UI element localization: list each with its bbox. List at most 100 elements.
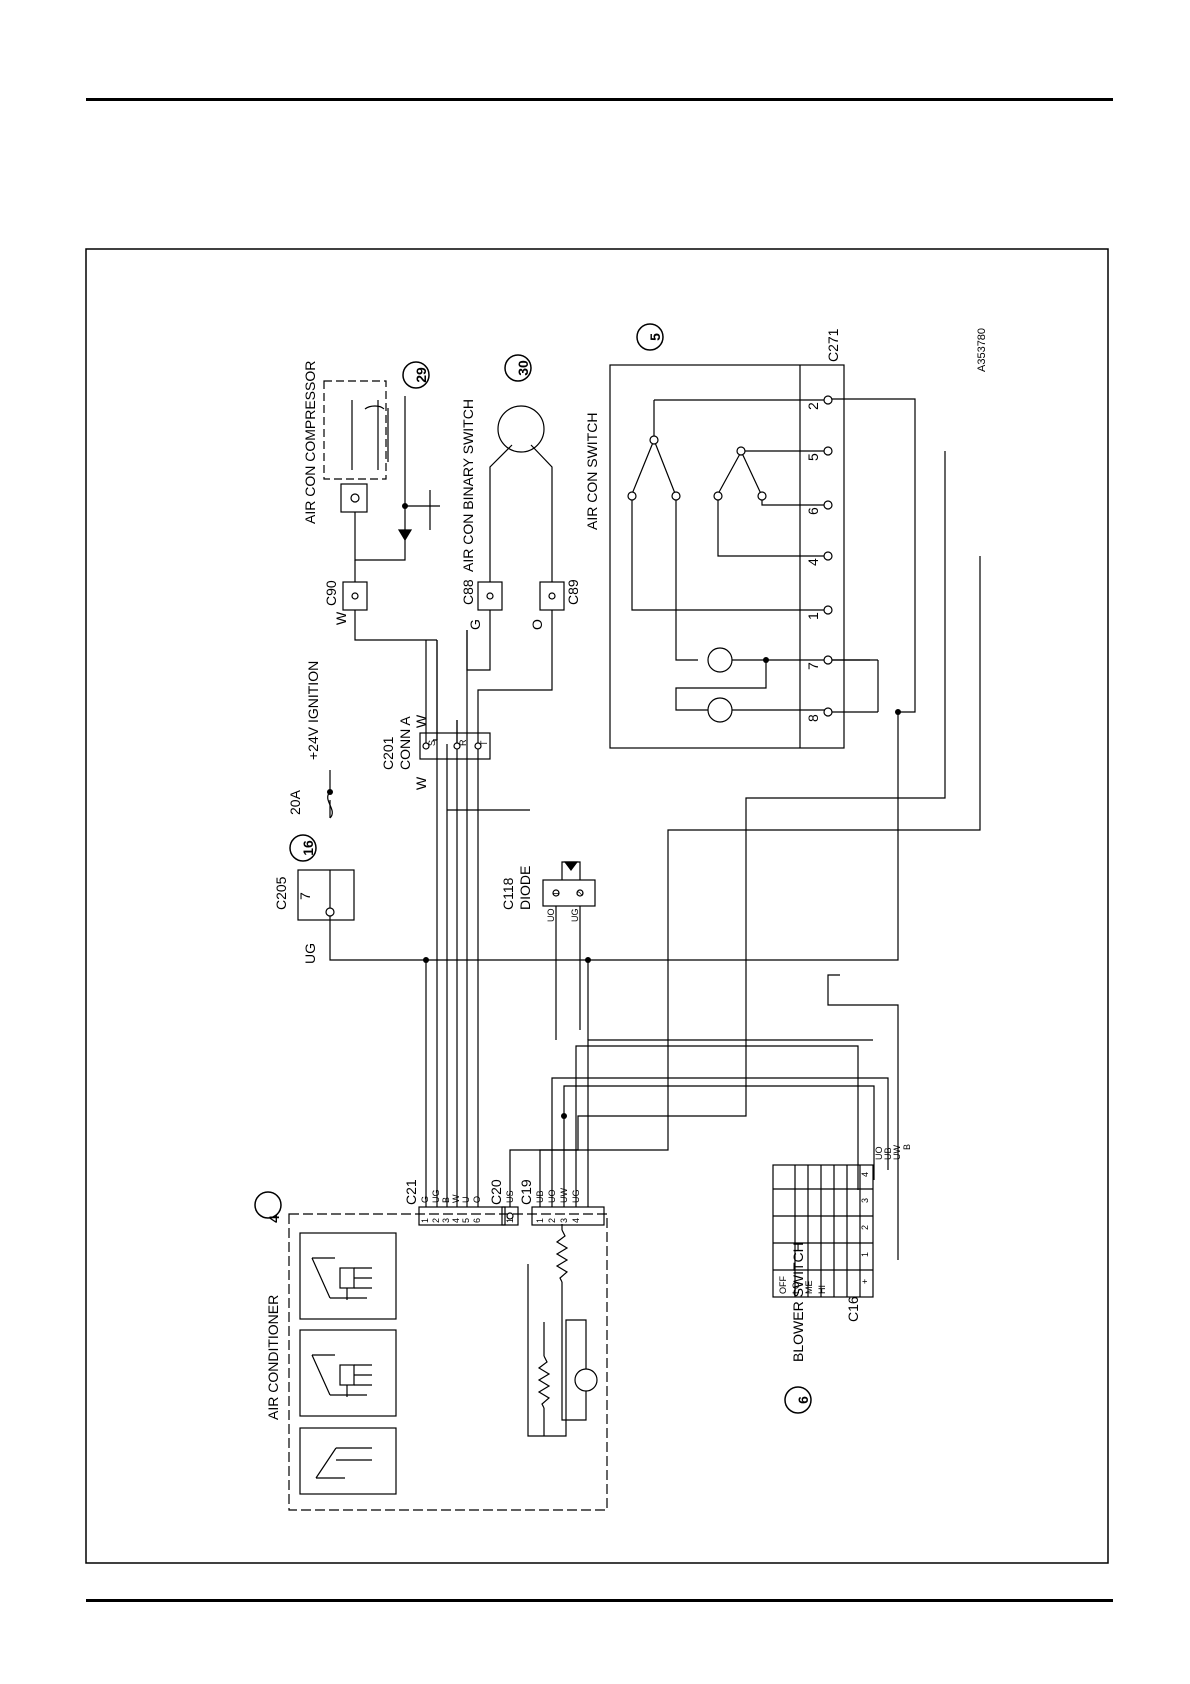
blower-switch-label: BLOWER SWITCH (790, 1242, 806, 1362)
ac-pin-8: 8 (805, 714, 821, 722)
c201-pin-s: S (427, 740, 437, 746)
c21-pin-1: 1 (420, 1218, 430, 1223)
c201-pin-r: R (458, 739, 468, 746)
thermostat-switch-block (299, 1427, 397, 1495)
c90-label: C90 (323, 580, 339, 606)
compressor-enclosure (323, 380, 387, 480)
diode-label: DIODE (517, 866, 533, 910)
ac-pin-4: 4 (805, 558, 821, 566)
binary-switch-icon (497, 405, 545, 453)
c21-label: C21 (403, 1179, 419, 1205)
ac-pin-1: 1 (805, 612, 821, 620)
c21-wire-5: U (461, 1197, 471, 1204)
blower-motor-icon (574, 1368, 598, 1392)
ref-circle-5 (636, 323, 664, 351)
c19-wire-3: UW (559, 1188, 569, 1203)
c19-pin-4: 4 (571, 1218, 581, 1223)
ac-pin-5: 5 (805, 453, 821, 461)
c88-wire: G (467, 619, 483, 630)
ac-pin-7: 7 (805, 662, 821, 670)
connector-c201 (419, 732, 491, 760)
ref-circle-16 (289, 834, 317, 862)
diode-pin-2: 2 (575, 891, 585, 896)
ref-circle-30 (504, 354, 532, 382)
ref-6: 6 (795, 1396, 811, 1404)
lamp-2-icon (707, 697, 733, 723)
ref-5: 5 (647, 333, 663, 341)
c201-label: C201 (380, 736, 396, 770)
lamp-1-icon (707, 647, 733, 673)
air-conditioner-enclosure (288, 1213, 608, 1511)
c19-label: C19 (518, 1179, 534, 1205)
blower-wire-uw: UW (892, 1145, 902, 1160)
air-conditioner-label: AIR CONDITIONER (265, 1295, 281, 1420)
figure-code: A353780 (976, 328, 988, 372)
blower-pin-2: 2 (860, 1225, 870, 1230)
c20-label: C20 (488, 1179, 504, 1205)
blower-pin-3: 3 (860, 1198, 870, 1203)
c21-pin-2: 2 (431, 1218, 441, 1223)
c21-pin-5: 5 (461, 1218, 471, 1223)
bottom-rule (86, 1599, 1113, 1602)
c205-wire: UG (302, 943, 318, 964)
blower-pin-1: 1 (860, 1252, 870, 1257)
ref-30: 30 (515, 360, 531, 376)
connector-c19 (531, 1206, 605, 1226)
c21-wire-1: G (420, 1196, 430, 1203)
ref-circle-6 (784, 1386, 812, 1414)
c205-label: C205 (273, 876, 289, 910)
c21-wire-4: W (451, 1194, 461, 1203)
c88-label: C88 (460, 579, 476, 605)
blower-wire-uo: UO (874, 1147, 884, 1161)
c20-pin: 1 (505, 1218, 515, 1223)
ref-circle-29 (402, 361, 430, 389)
c19-pin-1: 1 (535, 1218, 545, 1223)
heater-resistor-2-icon (537, 1355, 551, 1409)
diode-icon (563, 861, 579, 871)
relay-block-1 (299, 1232, 397, 1320)
fuse-rating: 20A (287, 789, 303, 815)
air-con-switch-box (609, 364, 845, 749)
c20-wire: US (505, 1190, 515, 1203)
compressor-terminal (340, 483, 368, 513)
c19-pin-3: 3 (559, 1218, 569, 1223)
c89-label: C89 (565, 579, 581, 605)
diode-wire-2: UG (570, 909, 580, 923)
c271-label: C271 (825, 328, 841, 362)
relay-2-coil-icon (339, 1364, 355, 1386)
binary-switch-label: AIR CON BINARY SWITCH (460, 399, 476, 572)
blower-pos-lo: LO (791, 1282, 801, 1294)
c19-wire-2: UO (547, 1190, 557, 1204)
blower-wire-ub: UB (883, 1147, 893, 1160)
c19-wire-1: UB (535, 1190, 545, 1203)
c118-label: C118 (500, 877, 516, 910)
compressor-label: AIR CON COMPRESSOR (302, 361, 318, 524)
diagram-frame (85, 248, 1109, 1564)
ref-circle-4 (254, 1191, 282, 1219)
c205-pin: 7 (297, 892, 313, 900)
relay-1-coil-icon (339, 1267, 355, 1289)
c21-pin-4: 4 (451, 1218, 461, 1223)
blower-pos-off: OFF (778, 1276, 788, 1294)
c90-wire: W (333, 611, 349, 625)
c89-wire: O (529, 619, 545, 630)
blower-wire-b: B (902, 1144, 912, 1150)
connector-c205 (297, 869, 355, 921)
c21-wire-3: B (441, 1197, 451, 1203)
ac-switch-label: AIR CON SWITCH (584, 413, 600, 530)
c201-name: CONN A (397, 716, 413, 770)
c19-wire-4: UG (571, 1190, 581, 1204)
ref-29: 29 (413, 367, 429, 383)
diode-c118 (542, 879, 596, 907)
c19-pin-2: 2 (547, 1218, 557, 1223)
connector-c21 (418, 1206, 506, 1226)
blower-switch-grid (772, 1164, 874, 1298)
blower-pos-hi: HI (817, 1285, 827, 1294)
blower-pin-plus: + (860, 1279, 870, 1284)
diode-pin-1: 1 (551, 891, 561, 896)
c16-label: C16 (845, 1296, 861, 1322)
heater-resistor-1-icon (555, 1229, 569, 1283)
c201-wire-bottom: W (413, 776, 429, 790)
ac-pin-6: 6 (805, 507, 821, 515)
